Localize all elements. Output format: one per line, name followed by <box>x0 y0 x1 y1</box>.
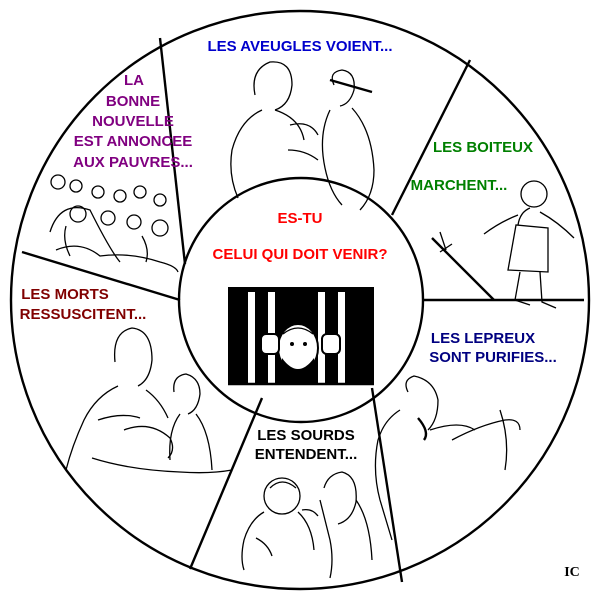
credit-initials: IC <box>564 565 580 580</box>
label-boiteux-line2: MARCHENT... <box>411 177 508 194</box>
label-aveugles: LES AVEUGLES VOIENT... <box>207 38 392 55</box>
raising-dead-illustration <box>65 327 233 474</box>
leper-cleansing-illustration <box>374 375 521 541</box>
center-question-line1: ES-TU <box>278 210 323 227</box>
spoke-left <box>21 250 181 302</box>
label-boiteux-line1: LES BOITEUX <box>433 139 533 156</box>
label-pauvres-line1: LA <box>124 72 144 89</box>
label-lepreux-line2: SONT PURIFIES... <box>429 349 557 366</box>
spoke-top-right <box>390 59 472 216</box>
outer-circle <box>9 9 591 591</box>
spoke-bottom-left <box>188 397 264 570</box>
label-sourds-line2: ENTENDENT... <box>255 446 358 463</box>
label-pauvres-line3: NOUVELLE <box>92 113 174 130</box>
center-question-line2: CELUI QUI DOIT VENIR? <box>212 246 387 263</box>
deaf-healing-illustration <box>241 471 373 579</box>
label-sourds-line1: LES SOURDS <box>257 427 355 444</box>
blind-healing-illustration <box>230 61 375 211</box>
label-pauvres-line4: EST ANNONCEE <box>74 133 193 150</box>
label-morts-line1: LES MORTS <box>21 286 109 303</box>
label-morts-line2: RESSUSCITENT... <box>20 306 147 323</box>
label-lepreux-line1: LES LEPREUX <box>431 330 535 347</box>
label-pauvres-line5: AUX PAUVRES... <box>73 154 193 171</box>
lame-walking-illustration <box>431 180 575 309</box>
prisoner-illustration <box>228 287 374 386</box>
crowd-illustration <box>49 174 179 273</box>
center-circle <box>177 176 425 424</box>
spoke-top-left <box>158 37 187 265</box>
spoke-bottom-right <box>370 387 404 583</box>
label-pauvres-line2: BONNE <box>106 93 160 110</box>
